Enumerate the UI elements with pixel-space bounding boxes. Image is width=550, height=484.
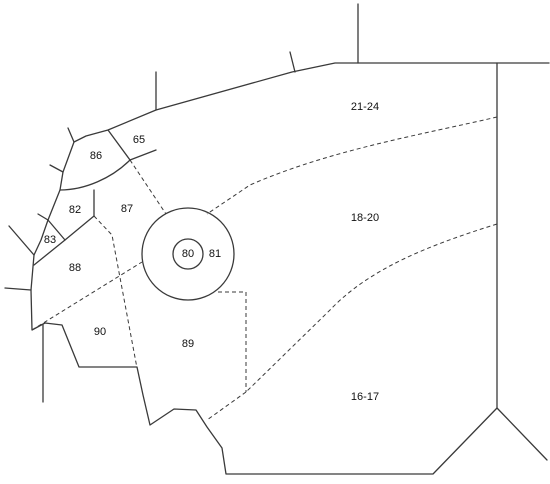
boundary-stub-left-5	[4, 287, 32, 291]
dashed-ring-89	[218, 291, 247, 392]
dashed-87-88-west	[93, 215, 138, 369]
dashed-88-90	[31, 261, 143, 331]
zone-label-89: 89	[182, 338, 194, 350]
zone-label-83: 83	[44, 234, 56, 246]
line-83-88	[33, 215, 95, 266]
solid-boundaries	[4, 3, 550, 475]
line-86-87	[59, 149, 157, 191]
line-82-83	[47, 219, 66, 241]
zone-label-81: 81	[209, 248, 221, 260]
line-65-86	[107, 129, 131, 161]
dashed-89-16	[206, 391, 247, 421]
zone-labels: 21-24 18-20 16-17 65 86 82 87 83 88 80 8…	[44, 101, 379, 403]
zone-label-16-17: 16-17	[351, 391, 379, 403]
zone-label-21-24: 21-24	[351, 101, 379, 113]
dashed-21-18	[206, 116, 498, 215]
zone-label-82: 82	[69, 204, 81, 216]
boundary-stub-left-3	[37, 213, 49, 221]
boundary-stub-left-1	[67, 127, 75, 143]
zone-label-87: 87	[121, 203, 133, 215]
outer-ring	[141, 207, 235, 301]
boundary-stub-left-2	[49, 164, 64, 173]
boundary-stub-top-2	[289, 51, 296, 73]
dashed-18-16	[245, 223, 498, 393]
zone-label-65: 65	[133, 134, 145, 146]
zone-label-90: 90	[94, 326, 106, 338]
boundary-stub-bottom-right	[496, 407, 548, 461]
dashed-87-ring	[129, 159, 167, 215]
zone-label-80: 80	[182, 248, 194, 260]
boundary-stub-left-4	[8, 225, 35, 256]
ring-zone	[141, 207, 235, 301]
outer-boundary	[30, 62, 498, 475]
zone-label-18-20: 18-20	[351, 212, 379, 224]
dashed-boundaries	[31, 116, 498, 421]
zone-label-86: 86	[90, 150, 102, 162]
zone-label-88: 88	[69, 262, 81, 274]
inner-ring	[172, 238, 204, 270]
